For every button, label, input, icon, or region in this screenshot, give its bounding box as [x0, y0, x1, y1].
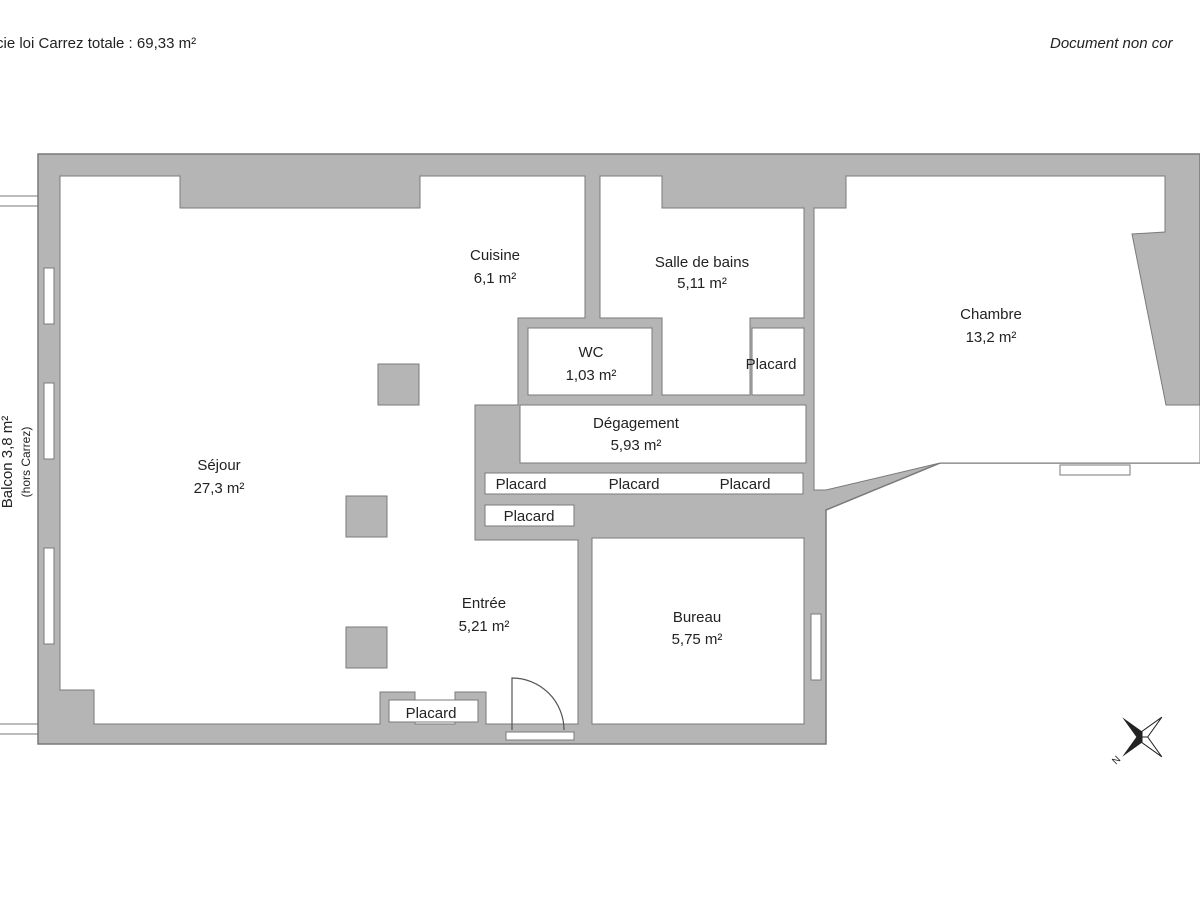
room-area-degagement: 5,93 m²: [611, 437, 662, 454]
window: [43, 382, 55, 460]
room-name-salle-de-bains: Salle de bains: [655, 254, 749, 271]
pillar: [345, 626, 388, 669]
placard-sejour-floor: [388, 699, 479, 723]
room-name-chambre: Chambre: [960, 306, 1022, 323]
balcony-note: (hors Carrez): [19, 427, 33, 498]
compass-north-label: N: [1110, 754, 1123, 767]
placards-row-floor: [484, 472, 804, 495]
window: [43, 547, 55, 645]
balcony-label: Balcon 3,8 m²: [0, 416, 16, 509]
pillar: [345, 495, 388, 538]
window: [810, 613, 822, 681]
chambre-floor: [813, 175, 1200, 491]
room-area-chambre: 13,2 m²: [966, 329, 1017, 346]
window: [1059, 464, 1131, 476]
sejour-floor: [59, 175, 586, 725]
placard-label-2: Placard: [609, 476, 660, 493]
entrance-door: [511, 677, 565, 731]
room-area-cuisine: 6,1 m²: [474, 270, 517, 287]
room-name-entree: Entrée: [462, 595, 506, 612]
placard-entree-floor: [484, 504, 575, 527]
pillar: [377, 363, 420, 406]
room-area-bureau: 5,75 m²: [672, 631, 723, 648]
placard-bain-floor: [751, 327, 805, 396]
room-name-bureau: Bureau: [673, 609, 721, 626]
room-name-cuisine: Cuisine: [470, 247, 520, 264]
placard-label-1: Placard: [496, 476, 547, 493]
room-area-wc: 1,03 m²: [566, 367, 617, 384]
room-name-wc: WC: [579, 344, 604, 361]
wc-floor: [527, 327, 653, 396]
surface-total-label: cie loi Carrez totale : 69,33 m²: [0, 35, 197, 52]
room-area-sejour: 27,3 m²: [194, 480, 245, 497]
placard-label-entree: Placard: [504, 508, 555, 525]
window: [505, 731, 575, 741]
placard-label-sejour: Placard: [406, 705, 457, 722]
compass-rose-icon: [1122, 716, 1163, 758]
placard-label-bain: Placard: [746, 356, 797, 373]
room-area-entree: 5,21 m²: [459, 618, 510, 635]
disclaimer-label: Document non cor: [1050, 35, 1173, 52]
placard-label-3: Placard: [720, 476, 771, 493]
window: [43, 267, 55, 325]
degagement-floor: [519, 404, 807, 464]
room-name-degagement: Dégagement: [593, 415, 680, 432]
room-name-sejour: Séjour: [197, 457, 240, 474]
bureau-floor: [591, 537, 805, 725]
bain-floor: [599, 175, 805, 396]
room-area-salle-de-bains: 5,11 m²: [677, 275, 727, 292]
